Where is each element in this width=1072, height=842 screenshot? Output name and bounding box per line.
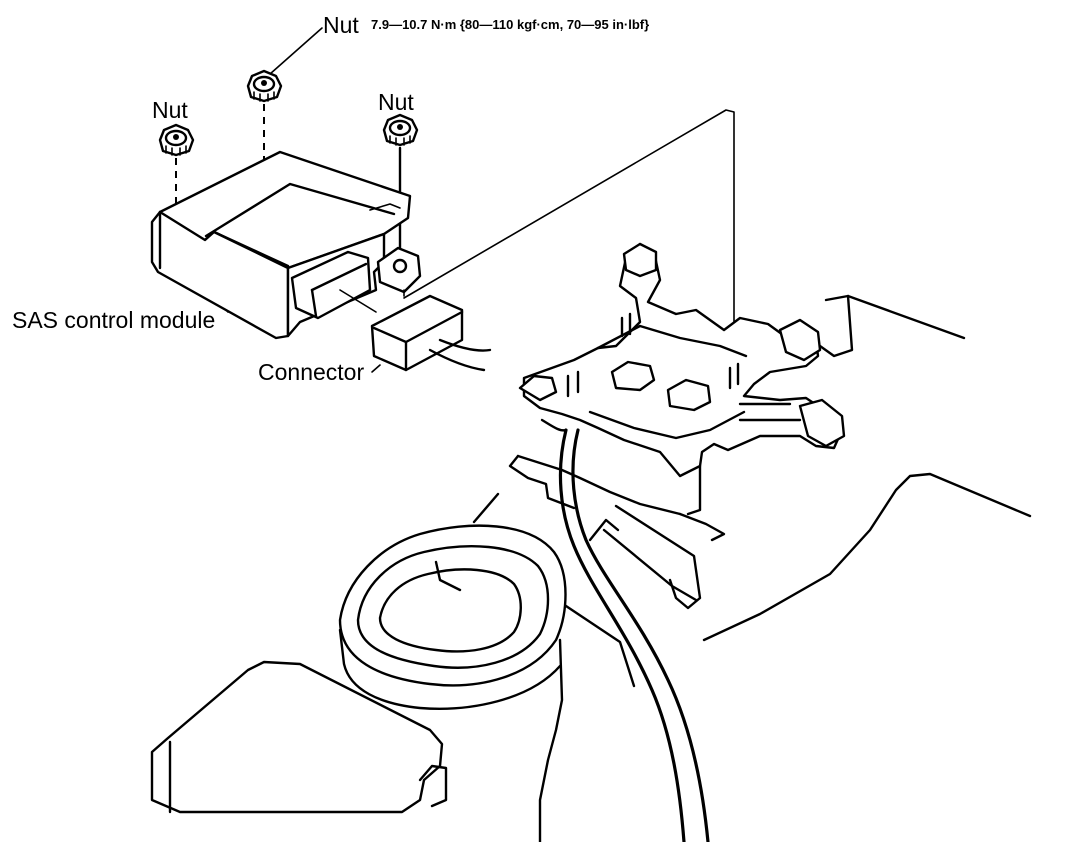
module-label: SAS control module [12,307,215,333]
mounting-bracket [518,242,846,478]
nut-right-label: Nut [378,89,414,115]
nut-right [382,113,419,147]
nut-left [158,123,195,157]
center-tunnel [472,294,1032,688]
nut-top-label: Nut [323,12,359,38]
connector-label: Connector [258,359,364,385]
connector [339,289,492,372]
torque-spec-label: 7.9—10.7 N·m {80—110 kgf·cm, 70—95 in·lb… [371,17,649,32]
installation-guide-lines [403,109,735,365]
console-cup-holder [338,524,567,842]
sas-control-module [150,150,422,340]
nut-left-label: Nut [152,97,188,123]
console-box [150,660,448,814]
wire-harness [540,418,710,842]
nut-top [246,69,283,103]
